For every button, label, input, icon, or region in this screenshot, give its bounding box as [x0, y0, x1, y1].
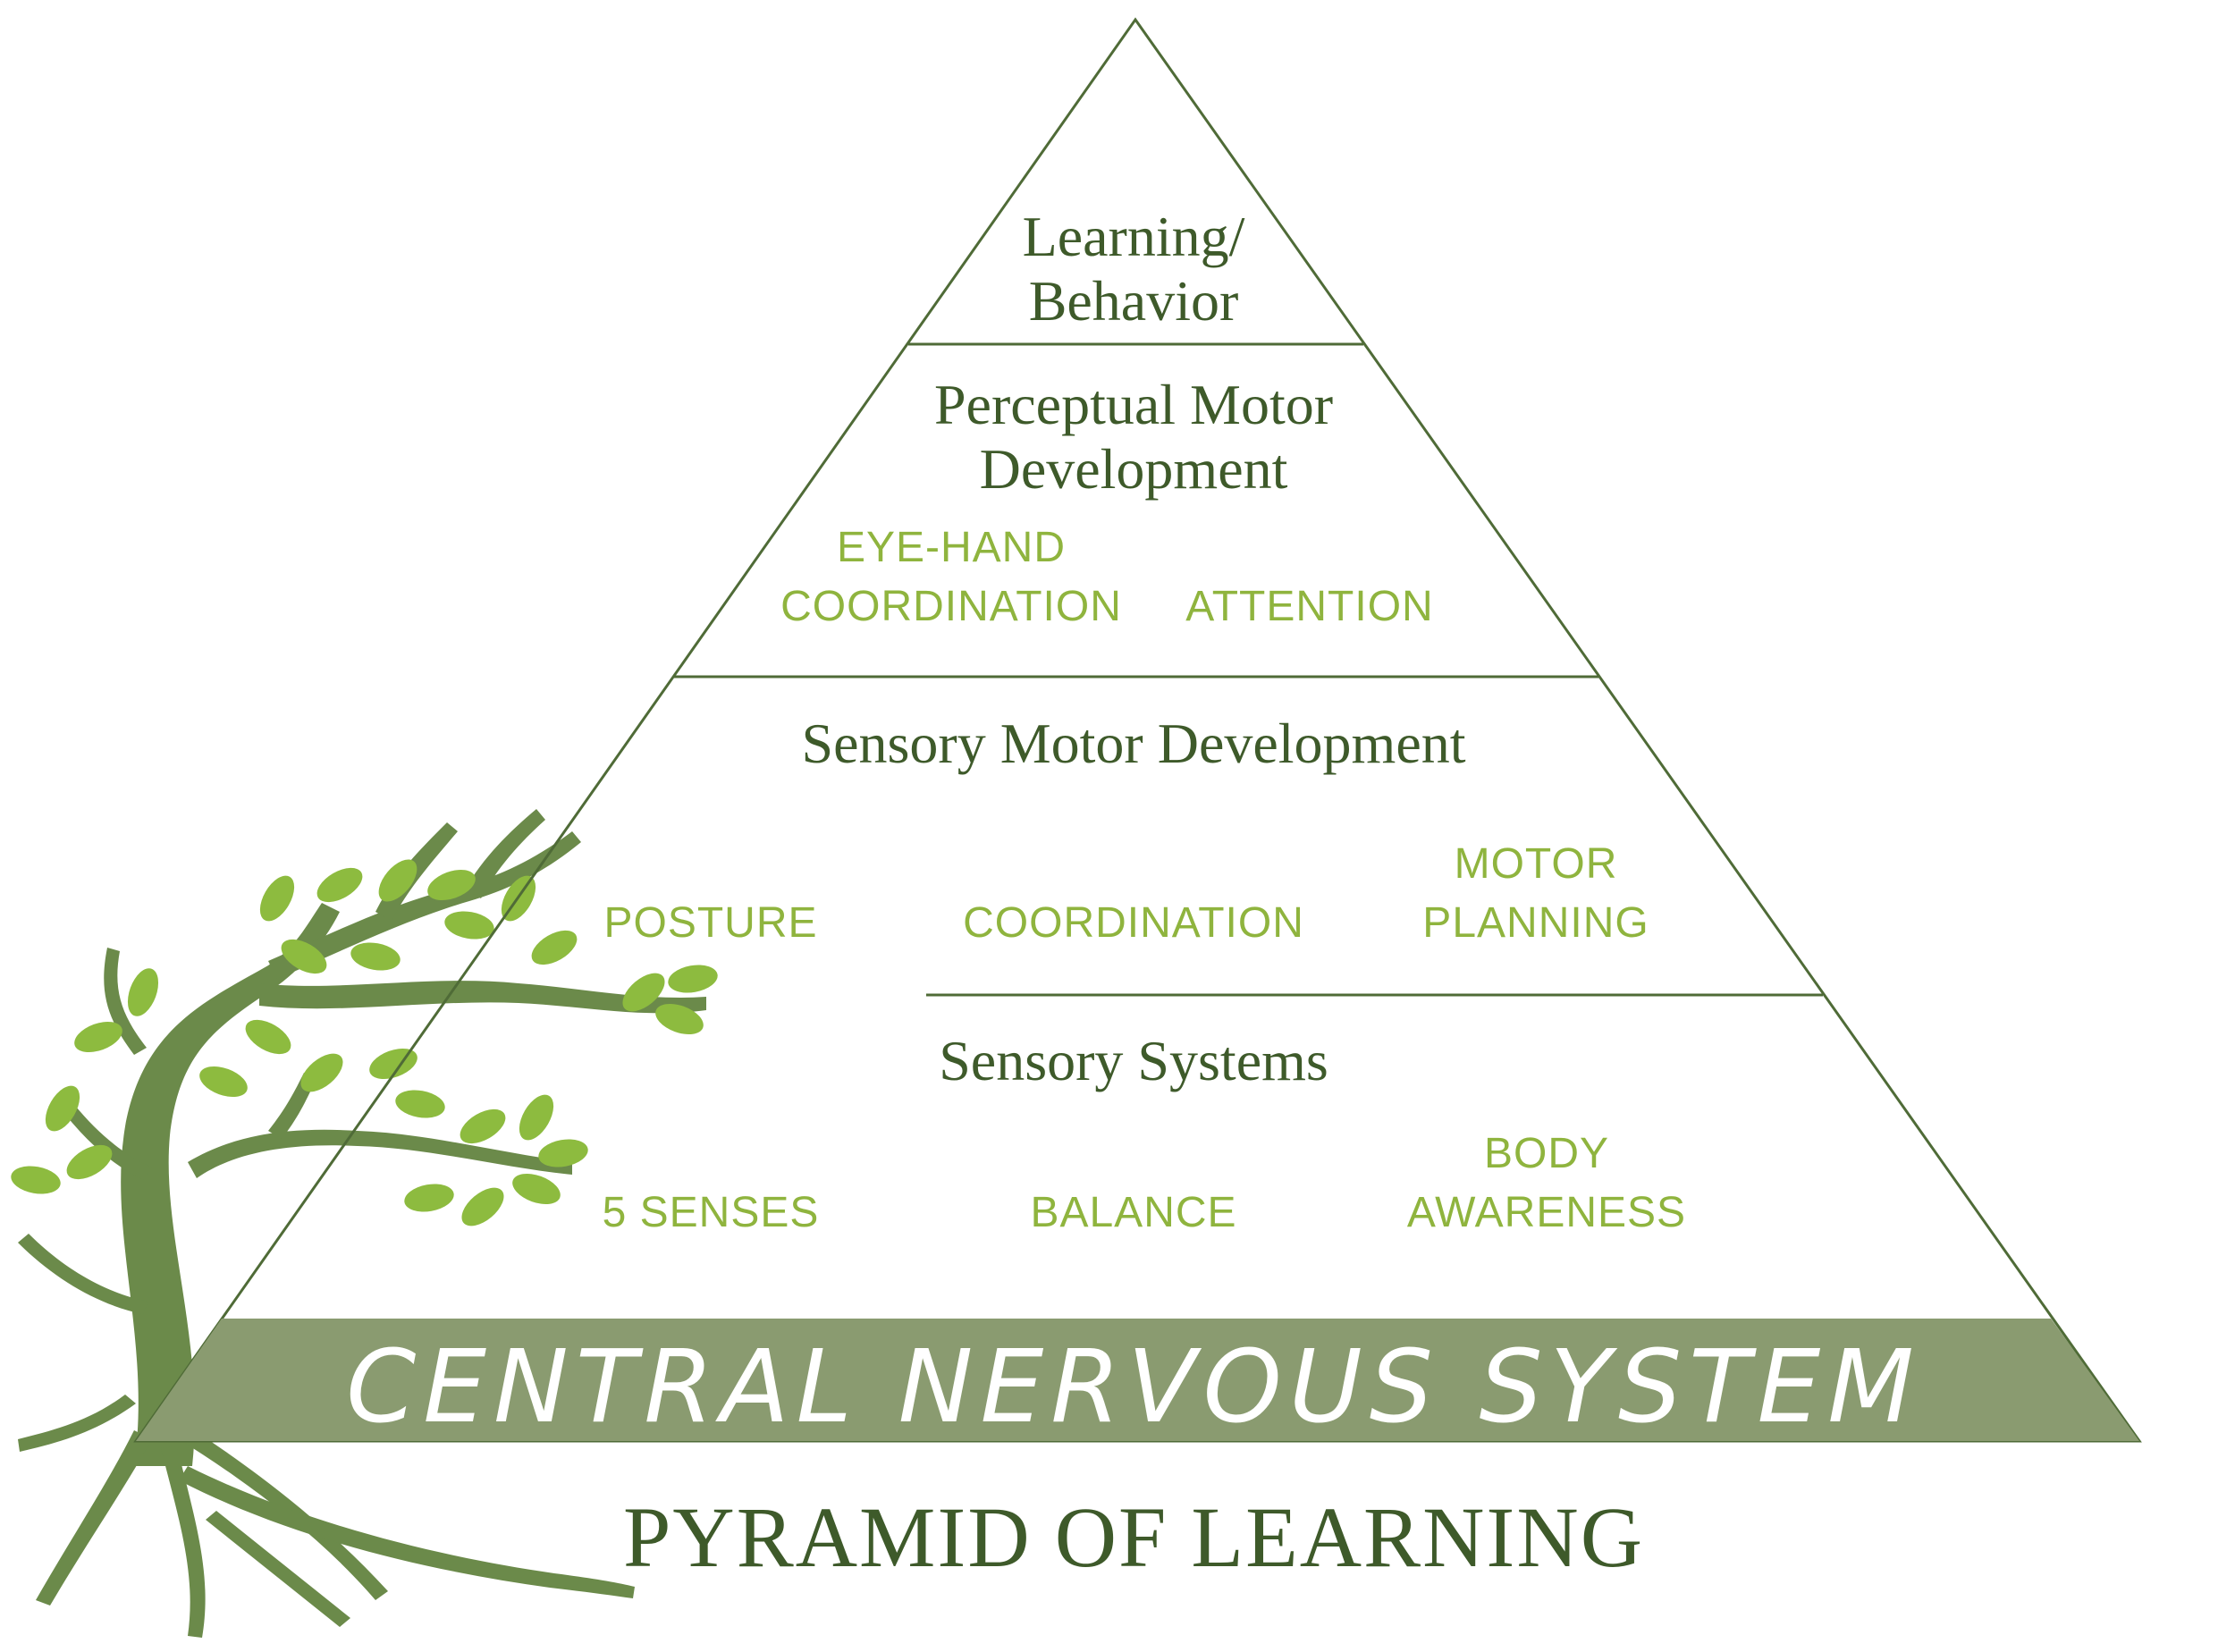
tier-item-line: MOTOR — [1455, 840, 1618, 888]
diagram-caption: PYRAMID OF LEARNING — [623, 1489, 1644, 1585]
tier-item: COORDINATION — [963, 899, 1304, 947]
tier-item: ATTENTION — [1185, 583, 1433, 630]
tier-item: BALANCE — [1030, 1189, 1236, 1236]
tier-title: Sensory Motor Development — [802, 712, 1466, 775]
tier-title-line: Learning/ — [1023, 205, 1245, 268]
tier-item-line: BODY — [1484, 1130, 1609, 1177]
tier-item: BODY AWARENESS — [1407, 1130, 1686, 1236]
tier-item-line: 5 SENSES — [603, 1189, 820, 1236]
tier-title: Sensory Systems — [939, 1029, 1328, 1092]
tier-title: Learning/Behavior — [1023, 205, 1245, 333]
tier-item-line: POSTURE — [603, 899, 817, 947]
central-nervous-system-label: CENTRAL NERVOUS SYSTEM — [346, 1329, 1921, 1446]
tier-item: POSTURE — [603, 899, 817, 947]
tier-item-line: COORDINATION — [963, 899, 1304, 947]
tier-item: MOTOR PLANNING — [1422, 840, 1649, 947]
tier-item: EYE-HAND COORDINATION — [780, 524, 1122, 630]
base-band — [136, 1319, 2139, 1441]
tier-title-line: Sensory Systems — [939, 1029, 1328, 1092]
tier-item: 5 SENSES — [603, 1189, 820, 1236]
tier-item-line: BALANCE — [1030, 1189, 1236, 1236]
tier-item-line: PLANNING — [1422, 899, 1649, 947]
tier-title-line: Sensory Motor Development — [802, 712, 1466, 775]
tier-item-line: EYE-HAND — [837, 524, 1066, 571]
tier-title-line: Development — [980, 437, 1288, 501]
tier-item-line: COORDINATION — [780, 583, 1122, 630]
tier-title-line: Behavior — [1029, 269, 1239, 333]
tree-with-roots-icon — [11, 809, 718, 1638]
tier-item-line: AWARENESS — [1407, 1189, 1686, 1236]
tier-title-line: Perceptual Motor — [934, 373, 1333, 436]
tier-item-line: ATTENTION — [1185, 583, 1433, 630]
